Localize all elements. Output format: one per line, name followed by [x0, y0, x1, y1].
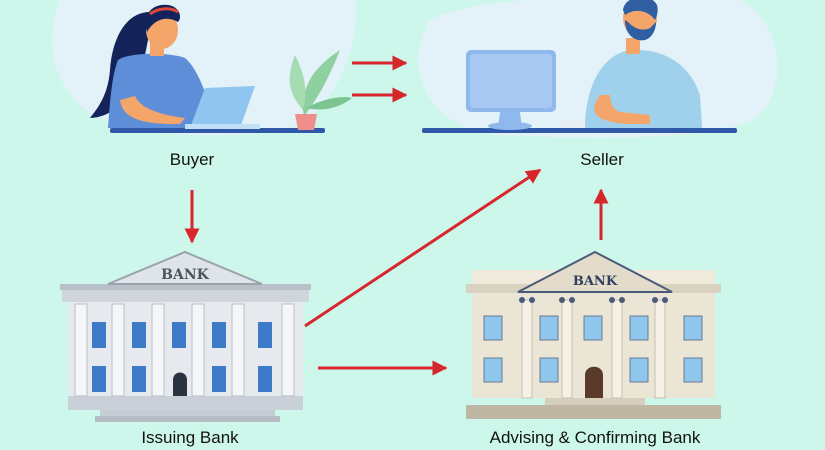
flow-arrows	[184, 55, 609, 376]
arrow-issuing-bank-to-seller	[304, 168, 542, 328]
plant-icon	[289, 50, 352, 130]
seller-label: Seller	[580, 150, 624, 169]
man-with-computer-icon	[422, 0, 737, 133]
buyer-label: Buyer	[169, 150, 215, 169]
issuing-bank-label: Issuing Bank	[141, 428, 239, 447]
classic-bank-building-icon	[60, 250, 311, 422]
advising-bank-label: Advising & Confirming Bank	[489, 428, 701, 447]
issuing-bank-sign: BANK	[161, 267, 209, 283]
advising-bank-sign: BANK	[573, 274, 618, 289]
woman-with-laptop-icon	[90, 4, 325, 133]
hotel-style-bank-building-icon	[466, 250, 721, 419]
